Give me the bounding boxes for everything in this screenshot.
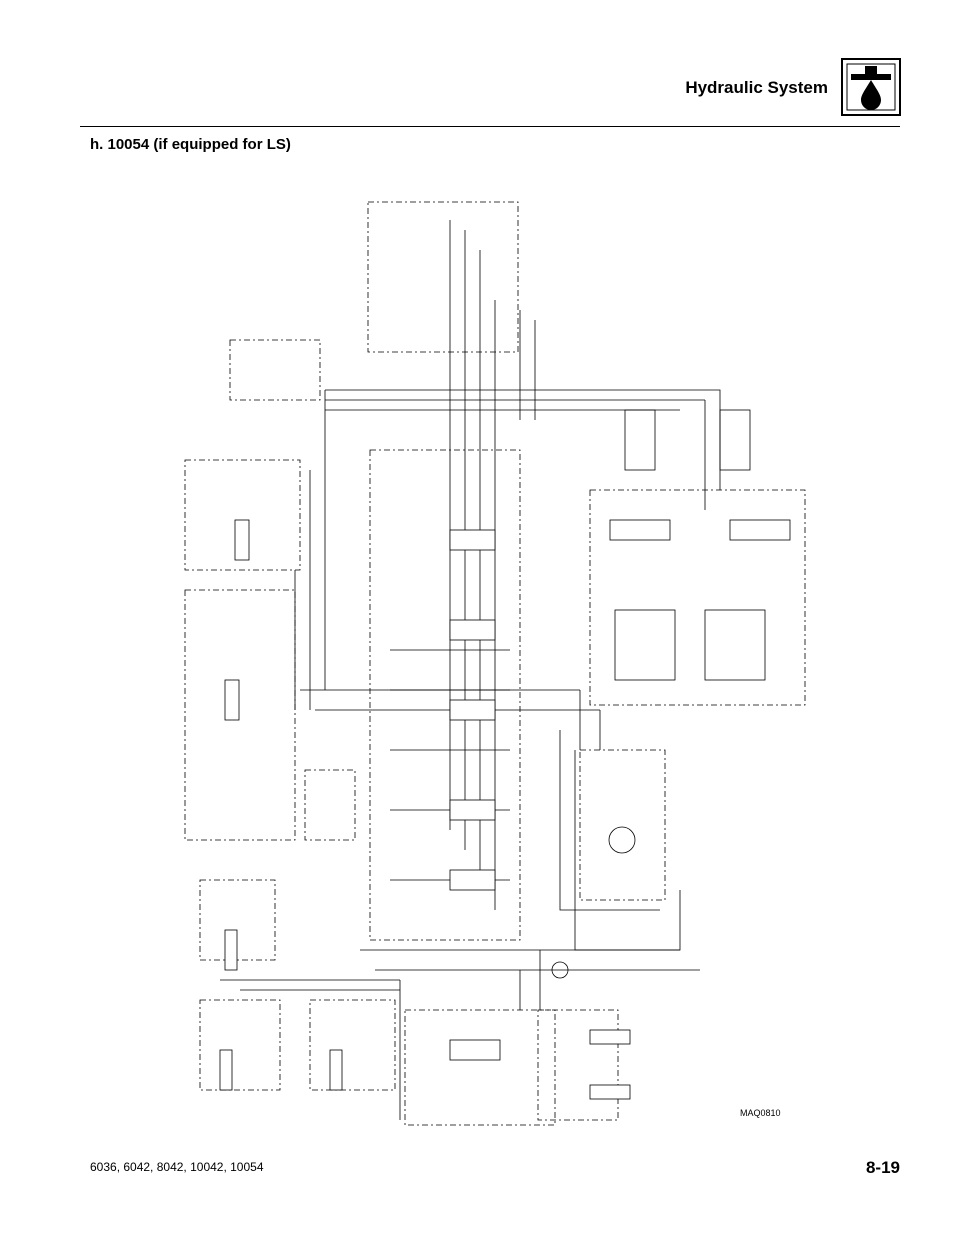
hydraulic-lines — [220, 220, 721, 1120]
subsection-title: h. 10054 (if equipped for LS) — [90, 136, 291, 153]
hydraulic-schematic — [184, 201, 806, 1126]
cylinders — [219, 519, 766, 1100]
section-title: Hydraulic System — [685, 78, 828, 97]
brake-packs — [624, 409, 751, 471]
pump-symbol — [608, 826, 636, 854]
page-number: 8-19 — [865, 1158, 900, 1177]
filter-symbol — [551, 961, 569, 979]
footer-models: 6036, 6042, 8042, 10042, 10054 — [90, 1160, 264, 1174]
header-rule — [80, 126, 900, 127]
control-valve-sections — [449, 519, 791, 1061]
hydraulic-drop-icon — [841, 58, 901, 116]
figure-id: MAQ0810 — [740, 1108, 781, 1118]
component-boundaries — [184, 201, 806, 1126]
